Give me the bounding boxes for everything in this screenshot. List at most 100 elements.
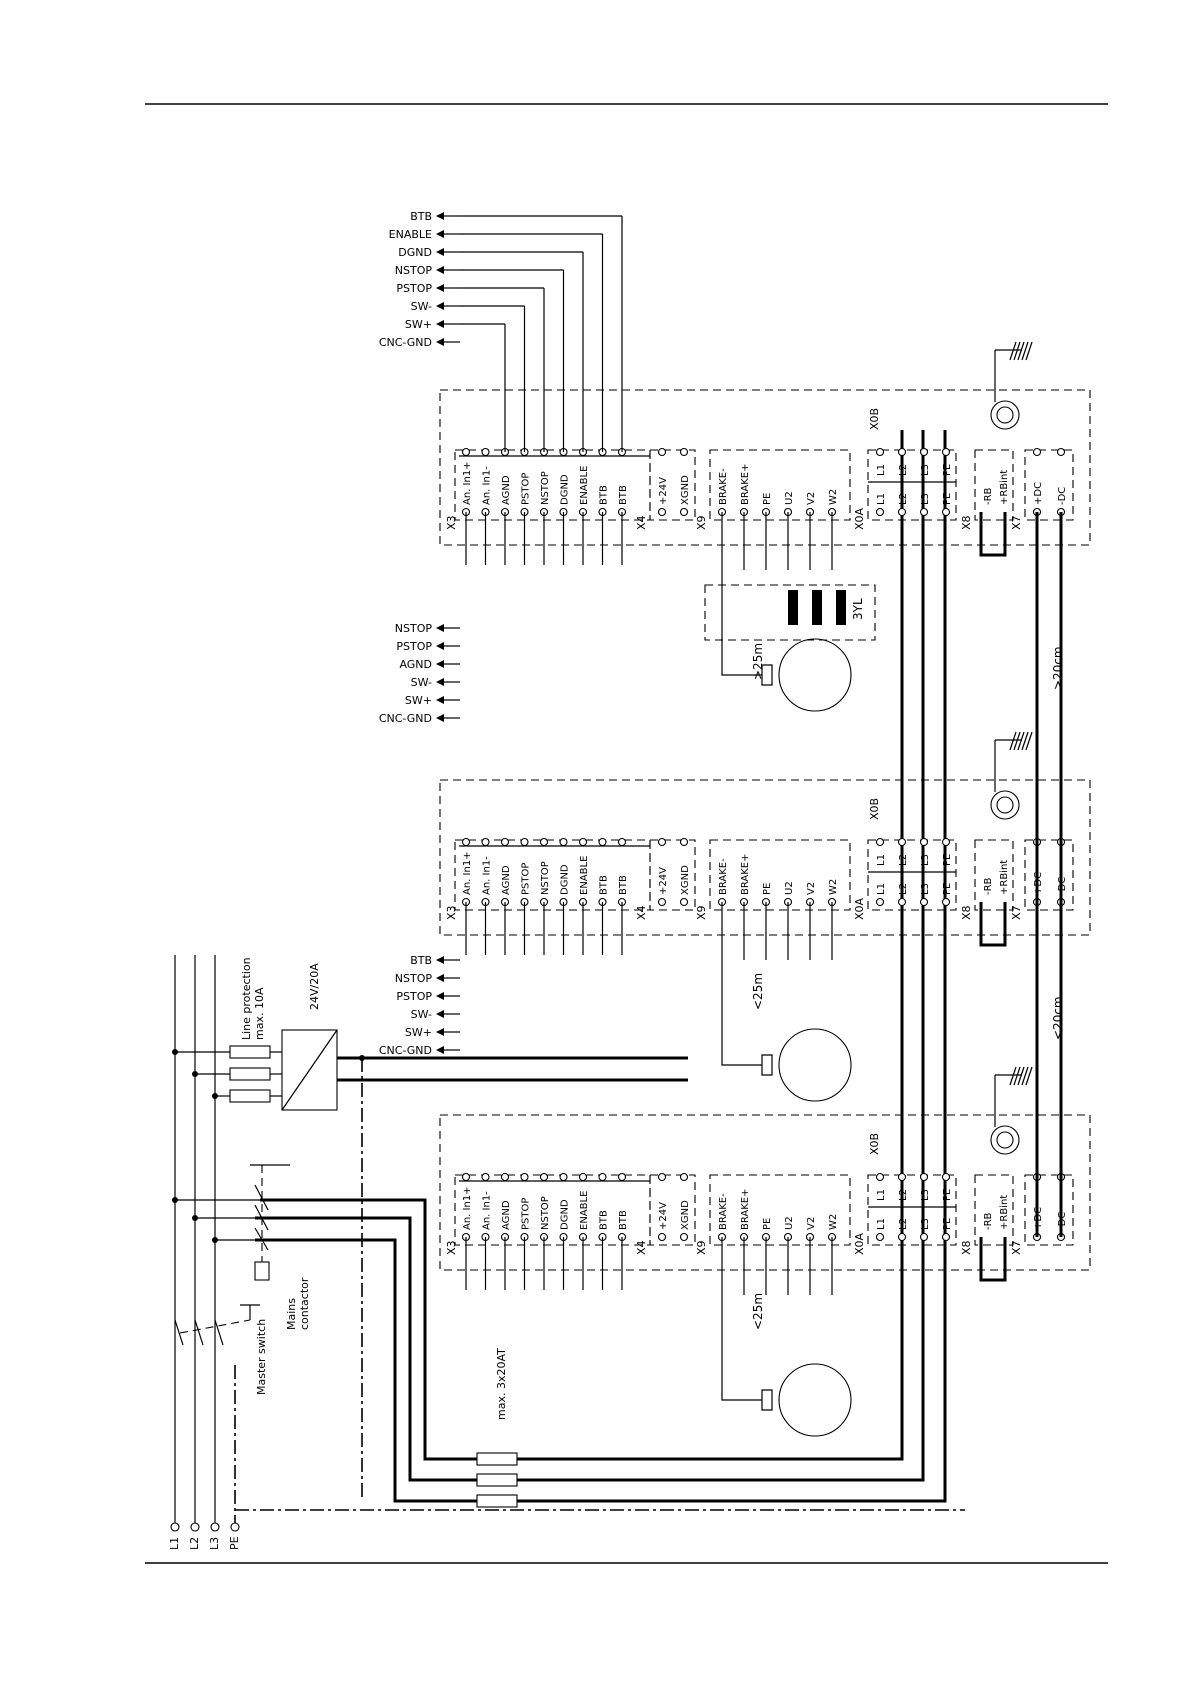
x9-pin-label: W2: [828, 489, 839, 505]
x3-pin-label: AGND: [501, 1200, 512, 1230]
x9-pin-label: U2: [784, 491, 795, 505]
line-protection-label: Line protectionmax. 10A: [240, 957, 266, 1040]
choke-icon: [788, 590, 798, 625]
earth-icon: [1017, 731, 1025, 751]
motor-icon: [778, 638, 852, 712]
terminal-icon: [598, 837, 607, 847]
x7-connector: [1024, 1174, 1074, 1246]
terminal-icon: [500, 1172, 510, 1182]
brake-resistor-link: [979, 902, 1007, 947]
terminal-icon: [919, 447, 929, 457]
x8-connector: [974, 449, 1014, 521]
terminal-icon: [461, 447, 471, 457]
x3-pin-label: BTB: [618, 875, 629, 895]
x0a-pin-label: L2: [898, 1218, 909, 1230]
x4-pin-label: +24V: [658, 1202, 669, 1230]
motor-icon: [778, 1028, 852, 1102]
x7-connector: [1024, 449, 1074, 521]
cnc-signal-label: PSTOP: [396, 282, 432, 295]
x4-pin-label: XGND: [680, 865, 691, 895]
arrow-icon: [436, 1028, 444, 1036]
x4-pin-label: XGND: [680, 475, 691, 505]
terminal-icon: [539, 1172, 549, 1182]
x9-pin-label: V2: [806, 882, 817, 895]
earth-icon: [1017, 341, 1025, 361]
cnc-signal-label: BTB: [410, 210, 432, 223]
x0-connector: [867, 449, 957, 521]
x9-pin-label: PE: [762, 1218, 773, 1230]
x0b-label: X0B: [868, 408, 881, 430]
terminal-icon: [481, 1172, 490, 1182]
x0b-pin-label: L1: [876, 464, 887, 476]
earth-icon: [1017, 1066, 1025, 1086]
x3-connector: [454, 839, 651, 911]
terminal-icon: [1056, 447, 1066, 457]
x0a-pin-label: L2: [898, 883, 909, 895]
terminal-icon: [1032, 447, 1042, 457]
x9-pin-label: V2: [806, 1217, 817, 1230]
x4-pin-label: +24V: [658, 477, 669, 505]
x9-pin-label: BRAKE-: [718, 1193, 729, 1230]
terminal-icon: [941, 1232, 951, 1242]
cnc-signal-label: CNC-GND: [379, 712, 432, 725]
terminal-icon: [919, 507, 929, 517]
x0b-pin-label: L3: [920, 854, 931, 866]
terminal-icon: [919, 897, 929, 907]
x3-label: X3: [445, 1240, 458, 1255]
terminal-icon: [897, 837, 907, 847]
earth-icon: [1009, 341, 1017, 361]
arrow-icon: [436, 956, 444, 964]
arrow-icon: [436, 284, 444, 292]
x0b-label: X0B: [868, 798, 881, 820]
arrow-icon: [436, 1046, 444, 1054]
x9-pin-label: U2: [784, 881, 795, 895]
brake-icon: [761, 1054, 773, 1076]
earth-icon: [1009, 1066, 1017, 1086]
terminal-icon: [679, 1232, 689, 1242]
x9-pin-label: PE: [762, 493, 773, 505]
x0b-pin-label: L2: [898, 854, 909, 866]
fuse-rating-label: max. 3x20AT: [495, 1348, 508, 1420]
arrow-icon: [436, 696, 444, 704]
x9-pin-label: PE: [762, 883, 773, 895]
terminal-icon: [481, 447, 490, 457]
x0a-pin-label: L1: [876, 493, 887, 505]
choke-housing: [704, 584, 876, 641]
cnc-signal-label: SW+: [405, 318, 432, 331]
terminal-icon: [679, 1172, 689, 1182]
x8-label: X8: [960, 515, 973, 530]
earth-icon: [1013, 1066, 1021, 1086]
arrow-icon: [436, 212, 444, 220]
x3-pin-label: AGND: [501, 475, 512, 505]
cnc-signal-label: SW-: [411, 1008, 432, 1021]
arrow-icon: [436, 642, 444, 650]
x7-pin-label: +DC: [1033, 482, 1044, 505]
earth-icon: [1009, 731, 1017, 751]
x3-pin-label: ENABLE: [579, 466, 590, 505]
x0a-pin-label: PE: [942, 493, 953, 505]
x0b-pin-label: L2: [898, 1189, 909, 1201]
terminal-icon: [559, 1172, 568, 1182]
x3-pin-label: BTB: [618, 485, 629, 505]
x0a-pin-label: L3: [920, 883, 931, 895]
arrow-icon: [436, 266, 444, 274]
brake-icon: [761, 1389, 773, 1411]
x8-pin-label: +RBint: [999, 1195, 1010, 1230]
master-switch-label: Master switch: [255, 1319, 268, 1395]
terminal-icon: [617, 837, 627, 847]
x0a-pin-label: L3: [920, 493, 931, 505]
x9-label: X9: [695, 905, 708, 920]
motor-cable-note-short-2: <25m: [751, 1293, 765, 1330]
motor-cable-note-long: >25m: [751, 643, 765, 680]
x4-connector: [649, 449, 696, 521]
phase-label-l2: L2: [188, 1537, 201, 1550]
dc-link-note-short: <20cm: [1051, 996, 1065, 1040]
x9-pin-label: U2: [784, 1216, 795, 1230]
choke-icon: [836, 590, 846, 625]
brake-wire: [721, 1295, 762, 1401]
phase-label-l1: L1: [168, 1537, 181, 1550]
x7-label: X7: [1010, 1240, 1023, 1255]
x3-connector: [454, 1174, 651, 1246]
arrow-icon: [436, 320, 444, 328]
